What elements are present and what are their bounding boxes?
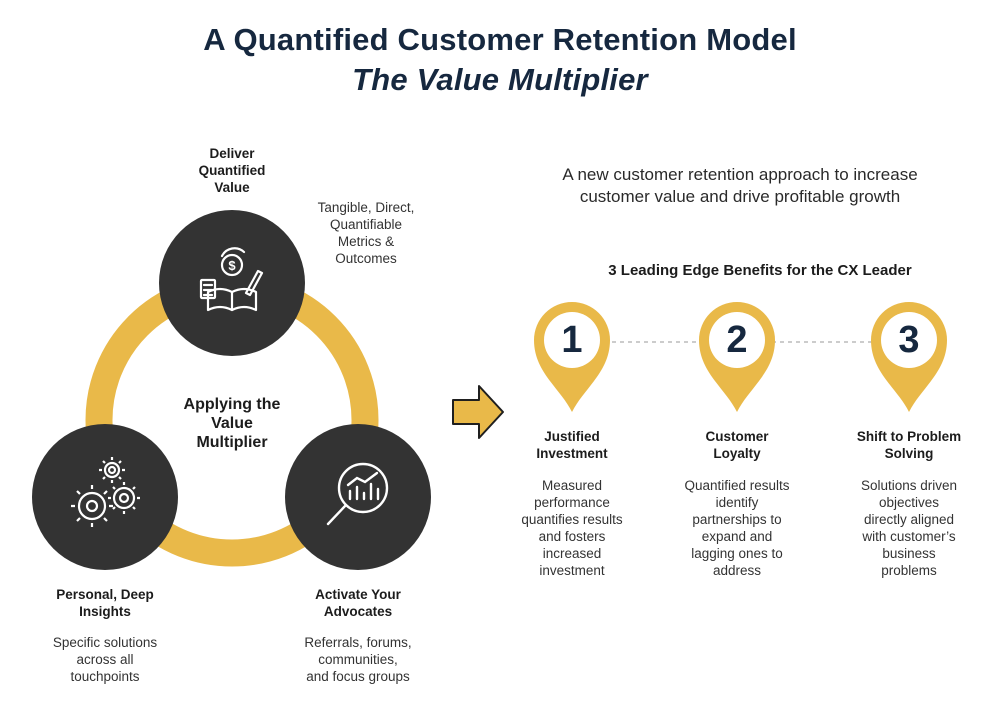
benefit-pin-3 (871, 302, 947, 412)
magnifier-chart-icon (326, 462, 389, 526)
benefit-number-2: 2 (726, 319, 748, 361)
benefit-pin-1 (534, 302, 610, 412)
benefit-pin-2 (699, 302, 775, 412)
insights-circle (32, 424, 178, 570)
advocates-title: Activate Your Advocates (315, 587, 401, 619)
deliver-description: Tangible, Direct, Quantifiable Metrics &… (317, 200, 415, 266)
benefit-title-1: Justified Investment (536, 429, 608, 461)
benefit-number-1: 1 (561, 319, 583, 361)
advocates-circle (285, 424, 431, 570)
deliver-circle: $ (159, 210, 305, 356)
right-arrow-icon (452, 385, 504, 439)
money-book-icon: $ (199, 247, 264, 312)
advocates-description: Referrals, forums, communities, and focu… (304, 635, 412, 684)
page-subtitle: The Value Multiplier (352, 62, 648, 97)
benefit-description-3: Solutions driven objectives directly ali… (860, 478, 958, 578)
insights-description: Specific solutions across all touchpoint… (52, 635, 158, 684)
page-title: A Quantified Customer Retention Model (203, 22, 797, 57)
deliver-title: Deliver Quantified Value (198, 146, 266, 195)
insights-title: Personal, Deep Insights (56, 587, 154, 619)
benefit-number-3: 3 (898, 319, 920, 361)
gears-icon (71, 457, 140, 527)
benefit-description-2: Quantified results identify partnerships… (684, 478, 790, 578)
benefit-title-3: Shift to Problem Solving (856, 429, 962, 461)
tagline: A new customer retention approach to inc… (562, 165, 918, 206)
benefit-description-1: Measured performance quantifies results … (521, 478, 623, 578)
svg-text:$: $ (228, 258, 236, 273)
cycle-center-label: Applying the Value Multiplier (183, 396, 281, 451)
benefits-heading: 3 Leading Edge Benefits for the CX Leade… (608, 262, 912, 279)
benefit-title-2: Customer Loyalty (705, 429, 769, 461)
